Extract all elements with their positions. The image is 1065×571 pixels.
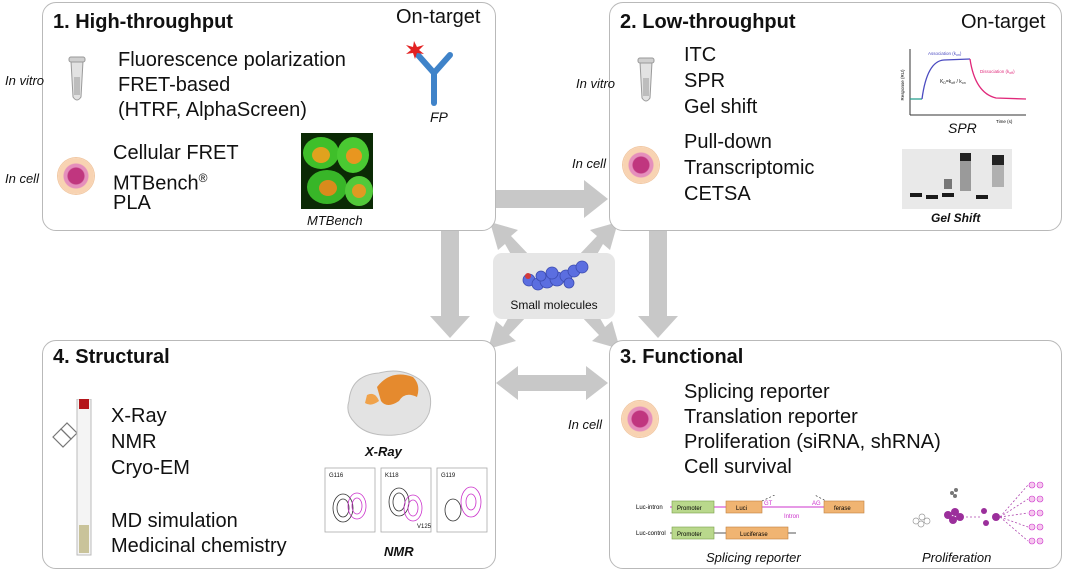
crystal-capillary-icon — [52, 399, 92, 556]
arrow-p2-to-p3 — [638, 231, 678, 338]
molecule-icon — [522, 260, 589, 291]
spr-sensorgram: Response (RU) Time (s) Association (kon)… — [900, 49, 1027, 124]
xray-caption: X-Ray — [365, 444, 402, 459]
in-cell-label: In cell — [572, 156, 606, 171]
panel-low-throughput: 2. Low-throughput On-target In vitro ITC… — [572, 2, 1062, 231]
proliferation-caption: Proliferation — [922, 550, 992, 565]
gt-label: GT — [764, 501, 773, 507]
mtbench-image — [301, 133, 373, 209]
nmr-caption: NMR — [384, 544, 414, 559]
cell-icon — [622, 401, 658, 437]
gel-shift-caption: Gel Shift — [931, 211, 981, 225]
panel-title: 3. Functional — [620, 346, 744, 368]
method-item: Gel shift — [684, 96, 758, 118]
panel-title: 4. Structural — [53, 346, 170, 368]
spr-xlabel: Time (s) — [996, 119, 1013, 124]
reporter-row-label: Luc-control — [636, 531, 666, 537]
ag-label: AG — [812, 501, 821, 507]
luci-label: Luci — [736, 506, 747, 512]
panel-title: 1. High-throughput — [53, 11, 233, 33]
method-item: MTBench® — [113, 171, 208, 195]
arrow-p1-to-p4 — [430, 231, 470, 338]
method-item: FRET-based — [118, 74, 231, 96]
nmr-spectra-image: G116 K118 V125 G119 — [324, 467, 488, 533]
method-item: (HTRF, AlphaScreen) — [118, 99, 307, 121]
fp-caption: FP — [430, 109, 448, 125]
luciferase-label: Luciferase — [740, 532, 768, 538]
splicing-reporter-diagram: Luc-intron Promoter Luci GT AG Intron fe… — [636, 495, 865, 540]
method-item: PLA — [113, 192, 151, 214]
spr-caption: SPR — [948, 120, 977, 136]
in-vitro-label: In vitro — [576, 76, 616, 91]
hub-label: Small molecules — [510, 298, 598, 312]
test-tube-icon — [637, 57, 655, 102]
arrow-p4-p3-bidirectional — [496, 366, 608, 400]
intron-label: Intron — [784, 514, 799, 520]
panel-title: 2. Low-throughput — [620, 11, 796, 33]
method-item: Translation reporter — [684, 406, 858, 428]
on-target-label: On-target — [961, 11, 1046, 33]
antibody-icon — [406, 41, 453, 106]
nmr-residue-label: K118 — [385, 473, 399, 479]
gel-shift-image — [902, 149, 1012, 209]
method-item: NMR — [111, 431, 157, 453]
method-item: Pull-down — [684, 131, 772, 153]
panel-structural: 4. Structural X-Ray NMR Cryo-EM MD simul… — [42, 340, 496, 569]
cell-icon — [58, 158, 94, 194]
in-cell-label: In cell — [568, 417, 602, 432]
method-item: SPR — [684, 70, 726, 92]
reporter-row-label: Luc-intron — [636, 505, 663, 511]
in-vitro-label: In vitro — [5, 73, 45, 88]
mtbench-caption: MTBench — [307, 213, 363, 228]
nmr-residue-label: G116 — [329, 473, 344, 479]
method-item: Fluorescence polarization — [118, 49, 346, 71]
method-item: Cellular FRET — [113, 142, 239, 164]
spr-dissoc-label: Dissociation (koff) — [980, 69, 1015, 75]
panel-functional: 3. Functional In cell Splicing reporter … — [568, 340, 1062, 569]
cell-icon — [623, 147, 659, 183]
in-cell-label: In cell — [5, 171, 39, 186]
ferase-label: ferase — [834, 506, 851, 512]
promoter-label: Promoter — [677, 506, 702, 512]
method-item: Medicinal chemistry — [111, 535, 287, 557]
method-item: MD simulation — [111, 510, 238, 532]
test-tube-icon — [68, 56, 86, 101]
splicing-caption: Splicing reporter — [706, 550, 801, 565]
on-target-label: On-target — [396, 6, 481, 28]
nmr-residue-label: V125 — [417, 524, 432, 530]
method-item: ITC — [684, 44, 717, 66]
method-item: X-Ray — [111, 405, 167, 427]
spr-assoc-label: Association (kon) — [928, 51, 962, 57]
method-item: Cryo-EM — [111, 457, 190, 479]
method-item: Proliferation (siRNA, shRNA) — [684, 431, 941, 453]
method-item: Cell survival — [684, 456, 792, 478]
small-molecules-hub: Small molecules — [493, 253, 615, 319]
arrow-p1-to-p2 — [496, 180, 608, 218]
method-item: CETSA — [684, 183, 751, 205]
panel-high-throughput: 1. High-throughput On-target In vitro Fl… — [5, 2, 496, 231]
method-item: Transcriptomic — [684, 157, 815, 179]
xray-structure-image — [347, 370, 432, 436]
promoter-label: Promoter — [677, 532, 702, 538]
method-item: Splicing reporter — [684, 381, 830, 403]
spr-ylabel: Response (RU) — [900, 69, 905, 101]
proliferation-diagram — [912, 481, 1044, 545]
nmr-residue-label: G119 — [441, 473, 456, 479]
spr-kd-label: KD=koff / kon — [940, 79, 966, 85]
